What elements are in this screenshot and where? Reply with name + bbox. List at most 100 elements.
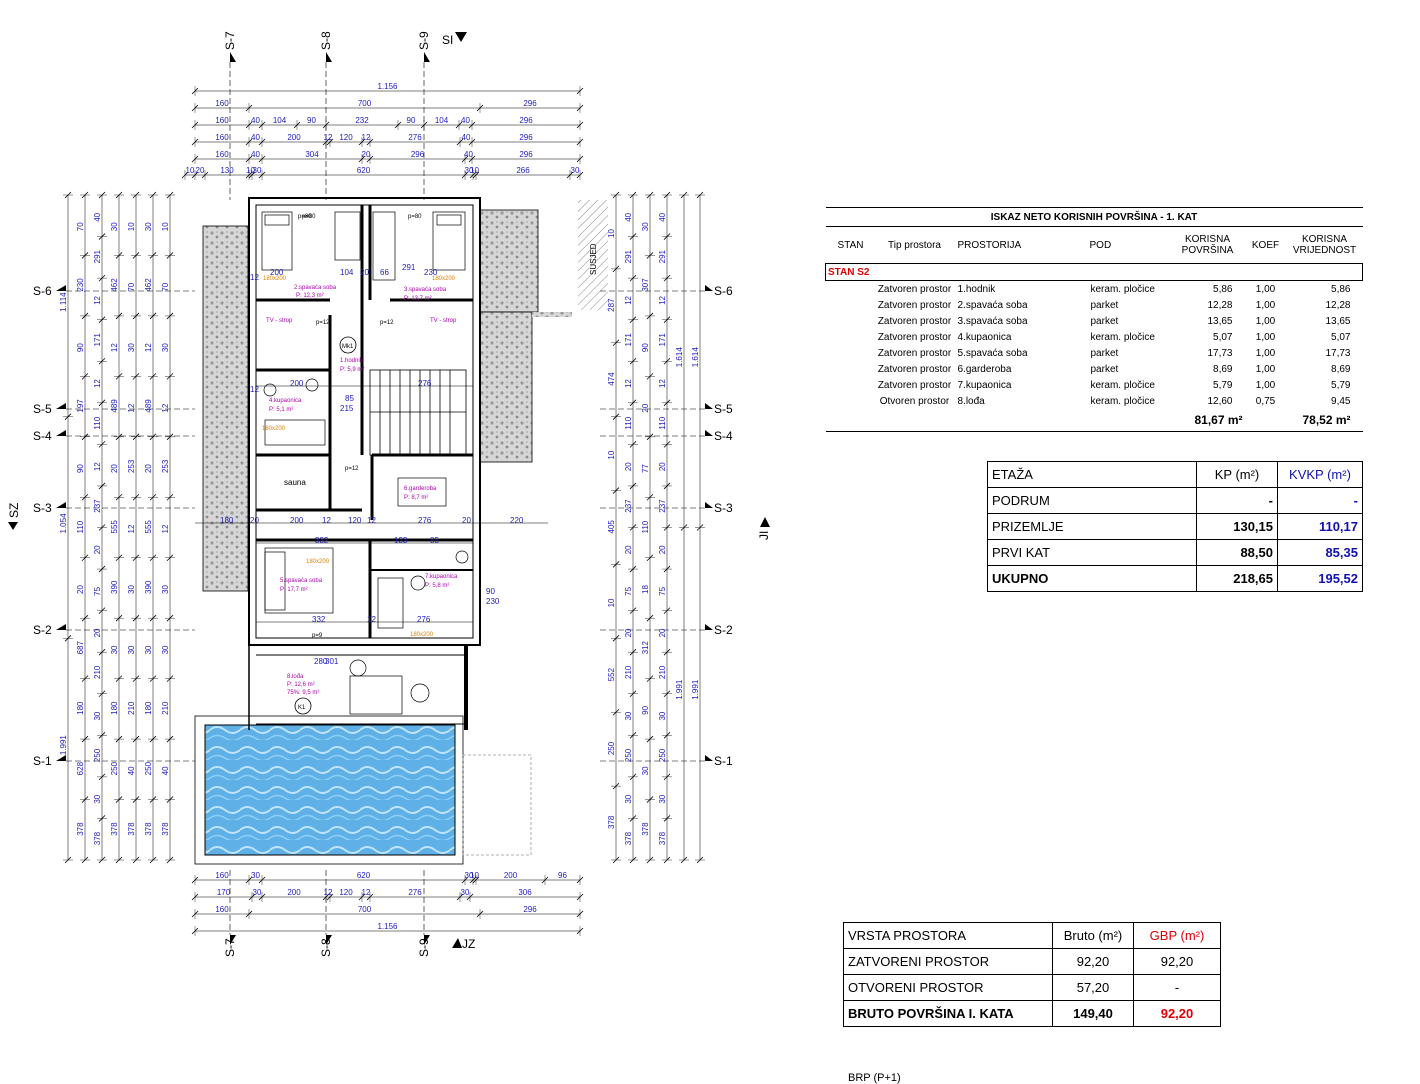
dimension-label: 266 [516,166,530,175]
dimension-label: 180 [76,701,85,715]
dimension-label: 40 [658,212,667,221]
dimension-label: 253 [127,459,136,473]
dimension-label: 12 [658,295,667,304]
table-cell: 13,65 [1207,315,1233,327]
dimension-label: 20 [658,628,667,637]
dimension-label: 30 [127,343,136,352]
dimension-label: 160 [215,99,229,108]
dimension-label: 280 [314,657,328,666]
table-cell: 5.spavaća soba [957,347,1028,359]
section-label: S-3 [714,501,733,515]
dimension-label: 237 [658,499,667,513]
table-cell: 130,15 [1196,513,1278,540]
dimension-label: 296 [519,116,533,125]
dimension-label: 20 [641,403,650,412]
dimension-label: 1.991 [675,679,684,700]
dimension-label: 20 [624,462,633,471]
room-area: P: 12,6 m² [287,682,315,688]
dimension-label: 620 [357,871,371,880]
opening-label: p=9 [312,633,323,639]
bruto-header: Bruto (m²) [1052,922,1134,949]
floor-summary-table: ETAŽA KP (m²) KVKP (m²) PODRUM--PRIZEMLJ… [987,461,1363,592]
dimension-label: 104 [435,116,449,125]
tv-label: TV - strop [266,318,293,324]
section-label: S-5 [33,402,52,416]
section-arrow-icon [56,403,66,409]
table-cell: 57,20 [1052,974,1134,1001]
table-cell: Zatvoren prostor [877,347,952,359]
dimension-label: 30 [641,222,650,231]
section-arrow-icon [56,285,66,291]
dimension-label: 110 [76,520,85,533]
table-cell: 1,00 [1255,299,1276,311]
room-label: 2.spavaća soba [294,285,337,291]
section-label: S-7 [223,31,237,50]
table-cell: parket [1090,363,1119,375]
room-label: 5.spavaća soba [280,578,323,584]
dimension-label: 378 [641,822,650,836]
opening-label: p=80 [408,214,422,220]
dimension-label: 90 [486,587,495,596]
table-cell: 1,00 [1255,363,1276,375]
dimension-label: 90 [407,116,416,125]
dimension-label: 70 [161,282,170,291]
mk1-label: Mk1 [342,344,354,350]
col-tip: Tip prostora [888,239,941,251]
table-cell: 92,20 [1052,948,1134,975]
mk1-marker [339,336,357,354]
dimension-label: 160 [215,133,229,142]
dimension-label: 291 [93,249,102,263]
net-area-table: ISKAZ NETO KORISNIH POVRŠINA - 1. KAT ST… [825,207,1363,432]
dimension-label: 462 [144,278,153,292]
dimension-label: 220 [510,516,524,525]
tv-label: TV - strop [430,318,457,324]
table-cell: 88,50 [1196,539,1278,566]
dimension-label: 160 [215,871,229,880]
section-label: S-4 [33,429,52,443]
table-cell: PRIZEMLJE [987,513,1197,540]
col-stan: STAN [837,239,864,251]
dimension-label: 253 [161,459,170,473]
vrsta-header: VRSTA PROSTORA [843,922,1053,949]
table-cell: keram. pločice [1090,331,1155,343]
table-cell: 5,07 [1331,331,1351,343]
table-cell: 5,79 [1331,379,1351,391]
bed-size-label: 180x200 [263,276,287,282]
section-label: S-7 [223,938,237,957]
table-cell: 8,69 [1331,363,1351,375]
col-prostorija: PROSTORIJA [957,239,1022,251]
dimension-label: 1.156 [377,922,398,931]
table-cell: 12,28 [1207,299,1233,311]
dimension-label: 276 [408,888,422,897]
section-label: S-5 [714,402,733,416]
table-cell: 6.garderoba [957,363,1012,375]
gross-area-table: VRSTA PROSTORA Bruto (m²) GBP (m²) ZATVO… [843,922,1221,1027]
table-cell: 195,52 [1277,565,1363,592]
table-cell: 13,65 [1325,315,1351,327]
dimension-label: 405 [607,520,616,534]
bed-size-label: 180x200 [262,426,286,432]
dimension-label: 40 [624,212,633,221]
section-label: S-8 [319,31,333,50]
dimension-label: 215 [340,404,354,413]
dimension-label: 276 [417,615,431,624]
section-label: S-6 [33,284,52,298]
dimension-label: 40 [462,133,471,142]
section-label: S-3 [33,501,52,515]
table-cell: 0,75 [1255,395,1276,407]
table-cell: 17,73 [1207,347,1233,359]
dimension-label: 180 [144,701,153,715]
dimension-label: 210 [127,701,136,715]
neighbour-hatch [578,200,608,310]
etaza-header: ETAŽA [987,461,1197,488]
dimension-label: 40 [461,116,470,125]
table-cell: Zatvoren prostor [877,379,952,391]
stan-label: STAN S2 [825,263,1363,281]
